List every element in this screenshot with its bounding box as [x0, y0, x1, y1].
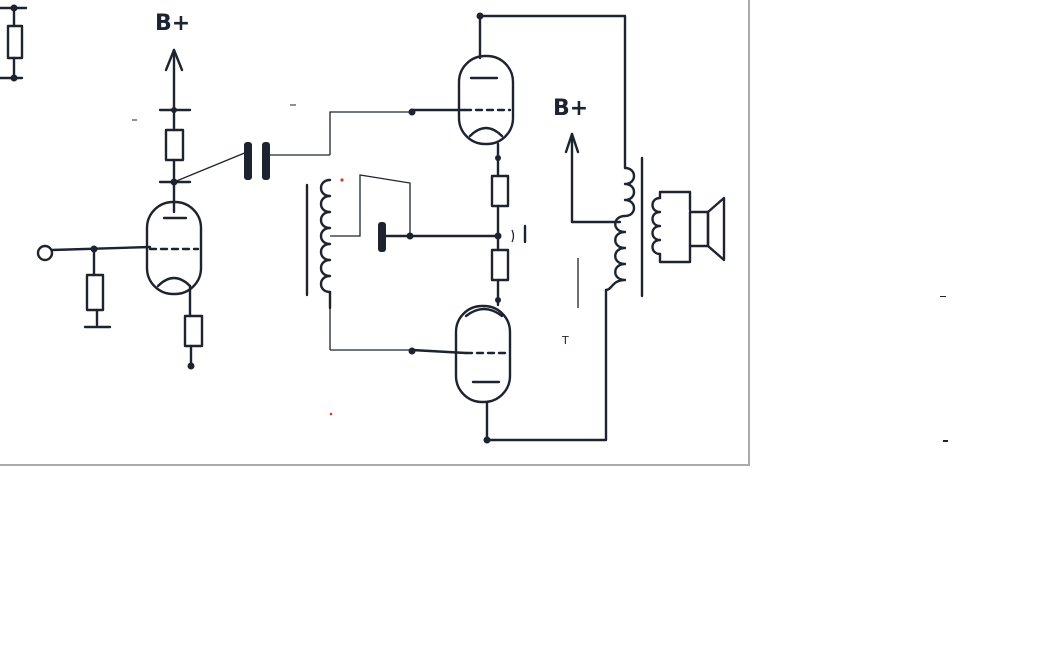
- partial-resistor-top-left: [0, 4, 28, 82]
- schematic-panel: B+: [0, 0, 750, 466]
- driver-triode-icon: [145, 180, 203, 318]
- push-pull-amplifier-schematic: B+: [0, 4, 726, 444]
- output-transformer-icon: [604, 156, 692, 298]
- coupling-capacitor: [173, 142, 330, 183]
- cathode-resistor: [183, 314, 204, 370]
- speaker-icon: [688, 196, 726, 262]
- cathode-balance-resistors: [490, 142, 510, 307]
- small-t-label: T: [561, 334, 569, 347]
- bplus-label-output: B+: [553, 96, 588, 121]
- interstage-transformer-icon: [305, 178, 332, 310]
- bias-capacitor: [378, 222, 500, 252]
- stray-mark: [940, 296, 946, 297]
- bplus-label-driver: B+: [155, 11, 190, 36]
- upper-output-tube-icon: [408, 12, 515, 146]
- input-terminal: [36, 244, 152, 329]
- lower-output-tube-icon: [408, 304, 512, 444]
- arrow-up-icon: [564, 132, 580, 224]
- stray-mark: [943, 440, 948, 442]
- arrow-up-icon: [164, 48, 184, 112]
- plate-resistor: [158, 108, 192, 186]
